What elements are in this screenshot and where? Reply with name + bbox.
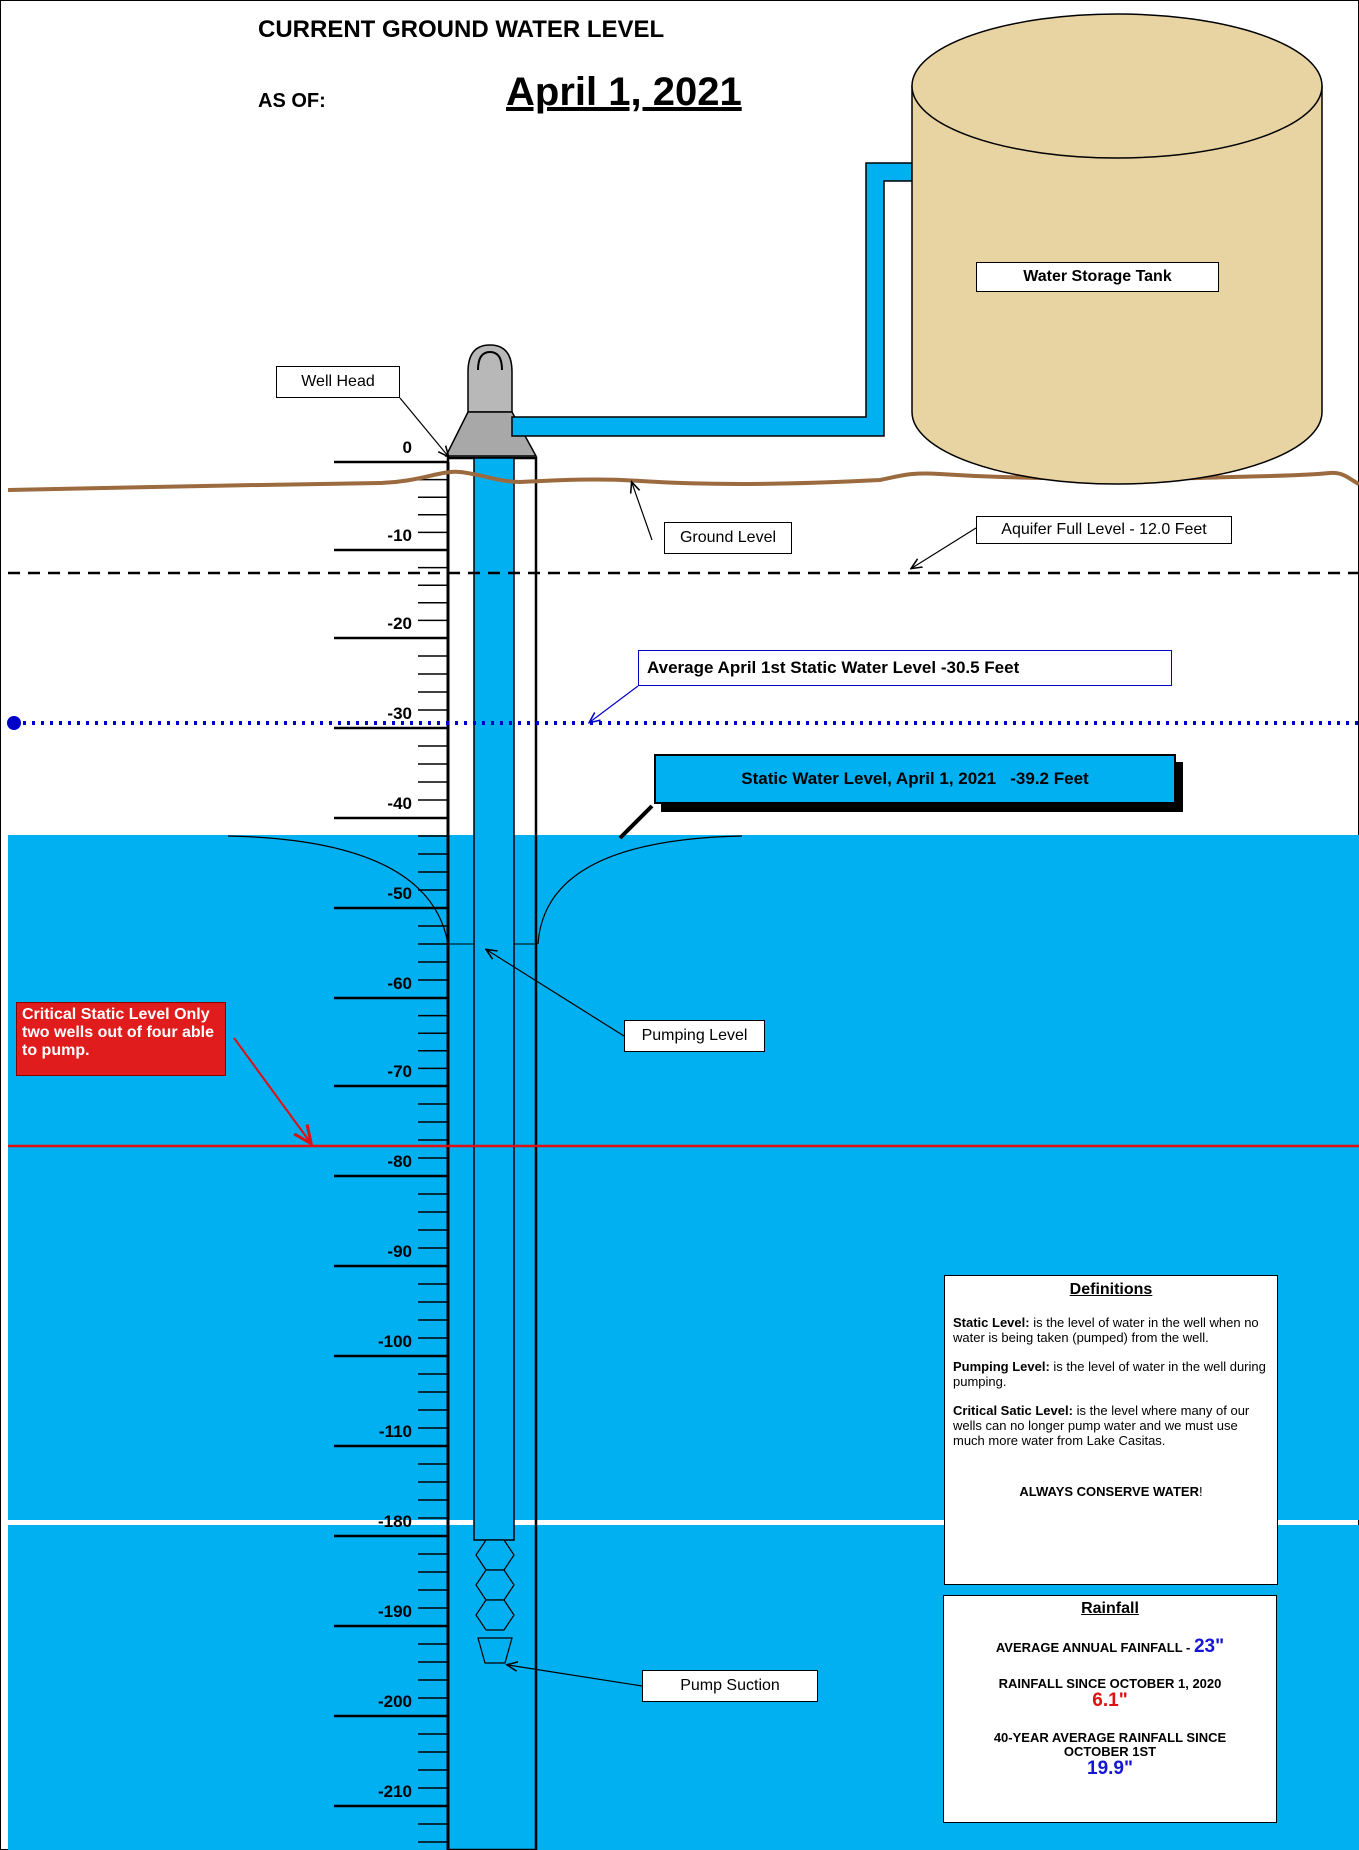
water-storage-tank-top <box>911 13 1323 159</box>
major-tick-label: -30 <box>387 704 412 723</box>
as-of-date: April 1, 2021 <box>506 70 742 114</box>
major-tick-label: -200 <box>377 1692 412 1711</box>
well-head-hook <box>477 350 503 371</box>
ground-level-arrow <box>632 483 653 541</box>
water-storage-tank-label: Water Storage Tank <box>976 262 1219 292</box>
forty-year-average-value: 19.9" <box>1087 1758 1133 1779</box>
definition-term: Static Level: <box>953 1315 1030 1330</box>
definition-text: is the level where many of our wells can… <box>953 1403 1250 1448</box>
conserve-water-message: ALWAYS CONSERVE WATER! <box>953 1484 1269 1499</box>
major-tick-label: -100 <box>377 1332 412 1351</box>
rainfall-panel: Rainfall AVERAGE ANNUAL FAINFALL - 23" R… <box>943 1595 1277 1823</box>
definition-text: is the level of water in the well during… <box>953 1359 1266 1389</box>
major-tick-label: -20 <box>387 614 412 633</box>
average-static-arrow <box>590 685 639 722</box>
definition-pumping: Pumping Level: is the level of water in … <box>953 1359 1269 1389</box>
definition-critical: Critical Satic Level: is the level where… <box>953 1403 1269 1448</box>
pump-column-pipe <box>473 457 515 1541</box>
average-annual-rainfall-label: AVERAGE ANNUAL FAINFALL - <box>995 1640 1194 1655</box>
page-title: CURRENT GROUND WATER LEVEL <box>258 16 665 43</box>
drawdown-cone-right <box>537 835 743 945</box>
definition-text: is the level of water in the well when n… <box>953 1315 1259 1345</box>
forty-year-average-label: 40-YEAR AVERAGE RAINFALL SINCE OCTOBER 1… <box>993 1730 1227 1759</box>
depth-scale-ticks <box>334 460 448 1843</box>
rainfall-since-october-label: RAINFALL SINCE OCTOBER 1, 2020 <box>998 1676 1222 1691</box>
aquifer-full-arrow <box>912 527 977 568</box>
aquifer-full-level-label: Aquifer Full Level - 12.0 Feet <box>976 516 1232 544</box>
definition-static: Static Level: is the level of water in t… <box>953 1315 1269 1345</box>
major-tick-label: -110 <box>378 1422 412 1441</box>
major-tick-label: -10 <box>387 526 412 545</box>
pump-suction-arrow <box>508 1665 643 1687</box>
definitions-panel: Definitions Static Level: is the level o… <box>944 1275 1278 1585</box>
well-head-arrow <box>399 397 448 456</box>
pump-suction-label: Pump Suction <box>642 1670 818 1702</box>
major-tick-label: -180 <box>377 1512 412 1531</box>
discharge-pipe <box>511 162 913 437</box>
conserve-water-exclamation: ! <box>1199 1484 1203 1499</box>
major-tick-label: -40 <box>387 794 412 813</box>
critical-static-level-label: Critical Static Level Only two wells out… <box>16 1002 226 1076</box>
pumping-level-arrow <box>487 950 625 1037</box>
major-tick-label: -90 <box>387 1242 412 1261</box>
static-level-arrow <box>618 804 654 840</box>
ground-level-line <box>7 469 1359 492</box>
major-tick-label: -60 <box>387 974 412 993</box>
definitions-title: Definitions <box>1069 1281 1153 1298</box>
average-static-level-marker <box>7 716 21 730</box>
rainfall-since-october-value: 6.1" <box>1092 1690 1128 1711</box>
as-of-label: AS OF: <box>258 90 326 112</box>
average-annual-rainfall: AVERAGE ANNUAL FAINFALL - 23" <box>952 1637 1268 1656</box>
major-tick-label: -50 <box>387 884 412 903</box>
pumping-level-label: Pumping Level <box>624 1020 765 1052</box>
critical-level-arrow <box>233 1037 310 1142</box>
pump-bowl <box>475 1599 515 1631</box>
static-water-level-label: Static Water Level, April 1, 2021 -39.2 … <box>654 754 1176 804</box>
well-head-motor <box>467 344 513 413</box>
major-tick-label: -70 <box>387 1062 412 1081</box>
major-tick-label: -80 <box>387 1152 412 1171</box>
definition-term: Critical Satic Level: <box>953 1403 1073 1418</box>
definition-term: Pumping Level: <box>953 1359 1050 1374</box>
major-tick-label: 0 <box>402 438 412 457</box>
drawdown-cone-left <box>227 835 449 945</box>
ground-level-label: Ground Level <box>664 522 792 554</box>
rainfall-title: Rainfall <box>1081 1600 1139 1617</box>
conserve-water-text: ALWAYS CONSERVE WATER <box>1019 1484 1199 1499</box>
average-static-level-label: Average April 1st Static Water Level -30… <box>638 650 1172 686</box>
major-tick-label: -190 <box>377 1602 412 1621</box>
well-head-label: Well Head <box>276 366 400 398</box>
major-tick-label: -210 <box>377 1782 412 1801</box>
average-annual-rainfall-value: 23" <box>1193 1636 1225 1657</box>
